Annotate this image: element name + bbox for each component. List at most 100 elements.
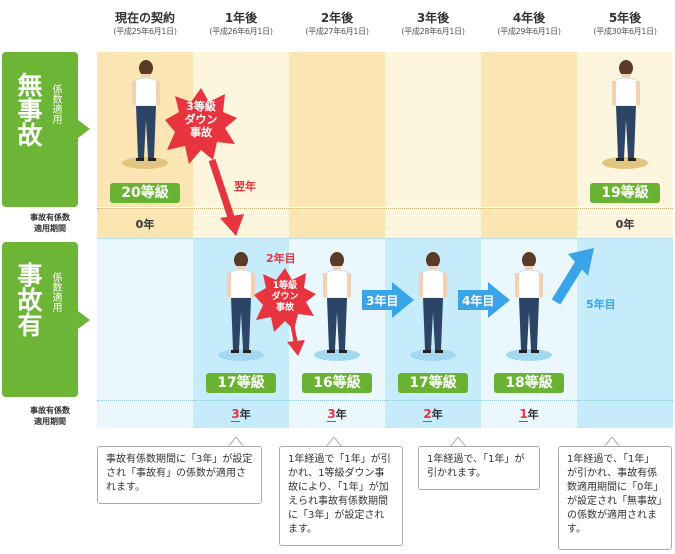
floor-ellipse (122, 157, 168, 169)
person-figure (227, 252, 255, 353)
grade-badge: 17等級 (206, 373, 276, 393)
row-label-pointer-bottom (78, 311, 90, 329)
bottom-period-col2 (289, 400, 385, 428)
header-date: (平成30年6月1日) (593, 27, 657, 36)
grade-badge: 16等級 (302, 373, 372, 393)
header-title: 2年後 (320, 11, 354, 25)
top-period-value: 0年 (615, 218, 635, 231)
period-label-top: 事故有係数 適用期間 (30, 213, 70, 233)
grade-badge: 18等級 (494, 373, 564, 393)
accident-burst-icon (165, 88, 237, 164)
middle-divider (97, 238, 673, 239)
top-band-col2 (289, 52, 385, 207)
header-title: 1年後 (224, 11, 258, 25)
bottom-period-col0 (97, 400, 193, 428)
header-title: 3年後 (416, 11, 450, 25)
floor-ellipse (218, 349, 264, 361)
accident-sub-text: 係数適用 (50, 272, 61, 312)
floor-ellipse (410, 349, 456, 361)
period-unit: 年 (527, 408, 539, 421)
bottom-period-col1 (193, 400, 289, 428)
header-col4: 4年後 (平成29年6月1日) (481, 10, 577, 38)
minor-accident-burst-icon (254, 268, 316, 332)
top-band-col4 (481, 52, 577, 207)
arrow-label-year3: 3年目 (366, 294, 399, 308)
accident-main-text: 事故有 (14, 262, 43, 337)
row-label-no-accident (2, 52, 78, 207)
second-year-label: 2年目 (266, 252, 296, 265)
blue-up-arrow-icon (551, 248, 594, 305)
period-unit: 年 (335, 408, 347, 421)
bottom-period-col5 (577, 400, 673, 428)
top-period-col5 (577, 208, 673, 238)
floor-ellipse (506, 349, 552, 361)
floor-ellipse (314, 349, 360, 361)
blue-arrow-icon (362, 282, 414, 318)
bottom-period-value: 2年 (385, 406, 481, 422)
note-pointer (326, 437, 342, 447)
red-arrow-icon (287, 318, 305, 356)
top-period-col3 (385, 208, 481, 238)
arrow-label-year5: 5年目 (586, 298, 616, 311)
note-box: 事故有係数期間に「3年」が設定され「事故有」の係数が適用されます。 (97, 446, 262, 504)
bottom-period-value: 3年 (289, 406, 385, 422)
grade-badge: 17等級 (398, 373, 468, 393)
top-band-col3 (385, 52, 481, 207)
bottom-band-col5 (577, 238, 673, 400)
note-box: 1年経過で「1年」が引かれ、1等級ダウン事故により、「1年」が加えられ事故有係数… (279, 446, 403, 546)
no-accident-sub-text: 係数適用 (50, 84, 61, 124)
bottom-divider (97, 400, 673, 401)
red-arrow-icon (208, 158, 244, 236)
row-label-sub: 係数適用 (50, 272, 64, 315)
header-col3: 3年後 (平成28年6月1日) (385, 10, 481, 38)
top-divider (97, 208, 673, 209)
period-number: 2 (423, 407, 432, 422)
header-title: 4年後 (512, 11, 546, 25)
top-period-col1 (193, 208, 289, 238)
accident-burst-text: 3等級 ダウン 事故 (184, 100, 218, 139)
note-box: 1年経過で、「1年」が引かれます。 (418, 446, 540, 490)
bottom-period-value: 1年 (481, 406, 577, 422)
header-date: (平成26年6月1日) (209, 27, 273, 36)
person-figure (323, 252, 351, 353)
period-number: 3 (327, 407, 336, 422)
note-pointer (604, 437, 620, 447)
row-label-main: 事故有 (14, 262, 44, 343)
note-pointer (450, 437, 466, 447)
person-figure (132, 60, 160, 161)
top-period-col0 (97, 208, 193, 238)
period-unit: 年 (239, 408, 251, 421)
period-unit: 年 (431, 408, 443, 421)
bottom-period-value: 3年 (193, 406, 289, 422)
bottom-period-col4 (481, 400, 577, 428)
note-pointer (228, 437, 244, 447)
header-date: (平成29年6月1日) (497, 27, 561, 36)
blue-arrow-icon (458, 282, 510, 318)
period-label-bottom: 事故有係数 適用期間 (30, 406, 70, 426)
grade-badge: 20等級 (110, 183, 180, 203)
header-col0: 現在の契約 (平成25年6月1日) (97, 10, 193, 38)
header-col1: 1年後 (平成26年6月1日) (193, 10, 289, 38)
header-title: 5年後 (608, 11, 642, 25)
top-period-value: 0年 (135, 218, 155, 231)
floor-ellipse (602, 157, 648, 169)
row-label-pointer-top (78, 120, 90, 138)
header-date: (平成28年6月1日) (401, 27, 465, 36)
header-date: (平成25年6月1日) (113, 27, 177, 36)
grade-badge: 19等級 (590, 183, 660, 203)
person-figure (612, 60, 640, 161)
row-label-accident (2, 242, 78, 397)
row-label-main: 無事故 (14, 72, 44, 153)
header-col2: 2年後 (平成27年6月1日) (289, 10, 385, 38)
header-col5: 5年後 (平成30年6月1日) (577, 10, 673, 38)
row-label-sub: 係数適用 (50, 84, 64, 127)
bottom-band-col0 (97, 238, 193, 400)
header-date: (平成27年6月1日) (305, 27, 369, 36)
minor-accident-burst-text: 1等級 ダウン 事故 (271, 281, 299, 313)
next-year-label: 翌年 (234, 180, 256, 193)
period-number: 3 (231, 407, 240, 422)
top-period-col4 (481, 208, 577, 238)
header-title: 現在の契約 (114, 11, 175, 25)
bottom-period-col3 (385, 400, 481, 428)
person-figure (515, 252, 543, 353)
